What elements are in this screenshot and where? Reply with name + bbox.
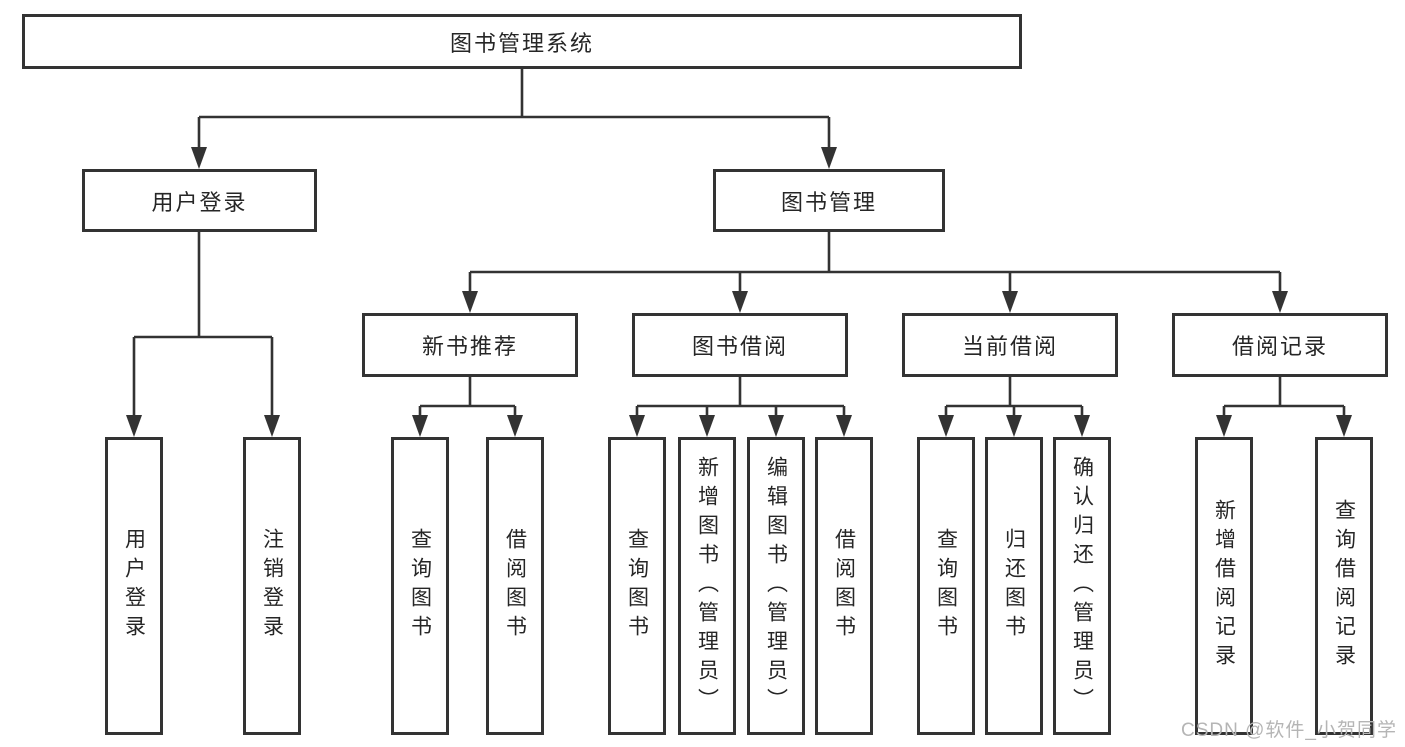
csdn-watermark: CSDN @软件_小贺同学 [1181, 720, 1397, 741]
node-new-book-recommend: 新书推荐 [362, 313, 578, 377]
leaf-query-borrow-record: 查询借阅记录 [1315, 437, 1373, 735]
leaf-user-login: 用户登录 [105, 437, 163, 735]
leaf-add-book-admin: 新增图书（管理员） [678, 437, 736, 735]
leaf-query-books-borrow: 查询图书 [608, 437, 666, 735]
leaf-confirm-return-admin: 确认归还（管理员） [1053, 437, 1111, 735]
node-library-management-system: 图书管理系统 [22, 14, 1022, 69]
leaf-logout: 注销登录 [243, 437, 301, 735]
leaf-return-book: 归还图书 [985, 437, 1043, 735]
leaf-edit-book-admin: 编辑图书（管理员） [747, 437, 805, 735]
node-current-borrow: 当前借阅 [902, 313, 1118, 377]
leaf-query-books-current: 查询图书 [917, 437, 975, 735]
node-user-login: 用户登录 [82, 169, 317, 232]
leaf-borrow-books: 借阅图书 [815, 437, 873, 735]
node-book-borrow: 图书借阅 [632, 313, 848, 377]
node-book-management: 图书管理 [713, 169, 945, 232]
leaf-query-books-recommend: 查询图书 [391, 437, 449, 735]
node-borrow-records: 借阅记录 [1172, 313, 1388, 377]
leaf-borrow-books-recommend: 借阅图书 [486, 437, 544, 735]
leaf-add-borrow-record: 新增借阅记录 [1195, 437, 1253, 735]
